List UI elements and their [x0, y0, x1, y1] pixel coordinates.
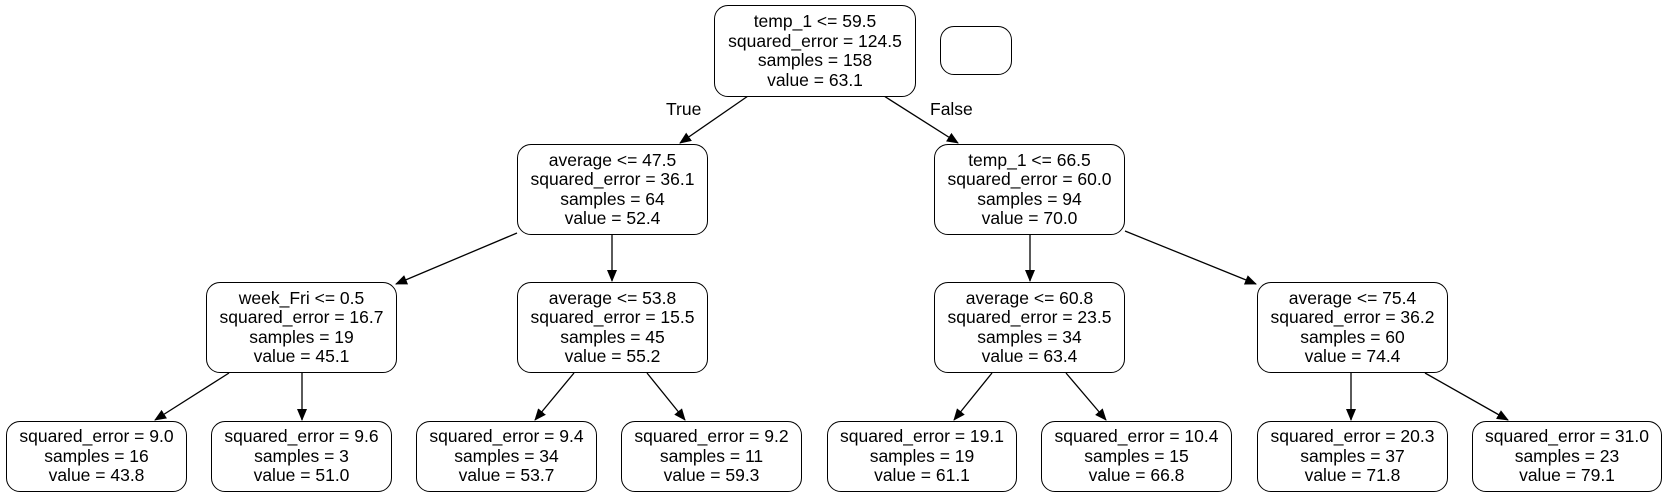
node-line: value = 45.1: [253, 346, 350, 366]
node-line: squared_error = 9.6: [224, 426, 379, 447]
node-line: value = 79.1: [1519, 465, 1615, 486]
node-line: squared_error = 10.4: [1054, 426, 1219, 447]
node-line: squared_error = 9.4: [429, 426, 584, 447]
node-line: samples = 34: [977, 326, 1082, 347]
node-line: samples = 94: [977, 188, 1082, 209]
tree-edge-arrow: [953, 372, 993, 421]
node-line: temp_1 <= 59.5: [753, 11, 877, 31]
node-line: squared_error = 19.1: [840, 426, 1004, 447]
node-line: samples = 64: [560, 188, 665, 209]
node-line: samples = 23: [1514, 445, 1620, 466]
tree-edge-arrow: [1065, 372, 1107, 421]
node-line: squared_error = 16.7: [219, 307, 384, 327]
node-line: samples = 11: [659, 445, 764, 466]
node-line: value = 63.4: [981, 346, 1078, 366]
tree-node-right: temp_1 <= 66.5 squared_error = 60.0 samp…: [934, 144, 1125, 235]
node-line: value = 61.1: [874, 465, 970, 486]
node-line: samples = 34: [454, 445, 559, 466]
node-line: average <= 60.8: [965, 287, 1094, 308]
node-line: value = 71.8: [1304, 465, 1401, 486]
node-line: samples = 19: [249, 326, 354, 347]
node-line: samples = 19: [869, 445, 975, 466]
tree-leaf: squared_error = 20.3 samples = 37 value …: [1257, 421, 1448, 492]
tree-leaf: squared_error = 10.4 samples = 15 value …: [1041, 421, 1232, 492]
tree-node-rr: average <= 75.4 squared_error = 36.2 sam…: [1257, 282, 1448, 373]
tree-leaf: squared_error = 9.6 samples = 3 value = …: [211, 421, 392, 492]
node-line: average <= 47.5: [548, 149, 677, 170]
node-line: squared_error = 36.2: [1270, 307, 1435, 327]
tree-edge-arrow: [154, 372, 230, 421]
tree-node-ll: week_Fri <= 0.5 squared_error = 16.7 sam…: [206, 282, 397, 373]
node-line: samples = 16: [44, 445, 149, 466]
tree-leaf: squared_error = 9.4 samples = 34 value =…: [416, 421, 597, 492]
edge-label-false: False: [930, 99, 973, 119]
node-line: value = 52.4: [564, 208, 661, 228]
node-line: squared_error = 20.3: [1270, 426, 1435, 447]
node-line: squared_error = 15.5: [530, 307, 695, 327]
node-line: average <= 53.8: [548, 287, 677, 308]
node-line: samples = 15: [1084, 445, 1189, 466]
node-line: squared_error = 31.0: [1485, 426, 1649, 447]
tree-node-lr: average <= 53.8 squared_error = 15.5 sam…: [517, 282, 708, 373]
node-line: squared_error = 124.5: [728, 30, 902, 51]
node-line: average <= 75.4: [1288, 287, 1417, 308]
edge-label-true: True: [666, 99, 702, 119]
tree-edge-arrow: [646, 372, 686, 421]
tree-edge-arrow: [395, 232, 518, 285]
node-line: squared_error = 60.0: [947, 169, 1112, 189]
node-line: squared_error = 9.2: [634, 426, 789, 447]
node-line: samples = 158: [757, 50, 873, 70]
node-line: value = 59.3: [663, 465, 760, 486]
node-line: squared_error = 36.1: [530, 169, 695, 189]
node-line: samples = 60: [1300, 326, 1405, 347]
node-line: value = 63.1: [767, 69, 863, 90]
node-line: value = 70.0: [981, 208, 1078, 228]
empty-legend-box: [940, 26, 1012, 75]
node-line: squared_error = 23.5: [947, 307, 1112, 327]
tree-edge-arrow: [883, 95, 959, 144]
tree-leaf: squared_error = 19.1 samples = 19 value …: [827, 421, 1017, 492]
node-line: week_Fri <= 0.5: [238, 287, 365, 308]
tree-node-root: temp_1 <= 59.5 squared_error = 124.5 sam…: [714, 5, 916, 97]
tree-edge-arrow: [1424, 372, 1509, 421]
node-line: squared_error = 9.0: [19, 426, 174, 447]
tree-node-rl: average <= 60.8 squared_error = 23.5 sam…: [934, 282, 1125, 373]
node-line: temp_1 <= 66.5: [968, 149, 1091, 170]
node-line: samples = 3: [254, 445, 349, 466]
tree-node-left: average <= 47.5 squared_error = 36.1 sam…: [517, 144, 708, 235]
tree-edge-arrow: [679, 95, 749, 144]
node-line: samples = 45: [560, 326, 665, 347]
tree-leaf: squared_error = 9.2 samples = 11 value =…: [621, 421, 802, 492]
node-line: value = 66.8: [1088, 465, 1185, 486]
tree-edge-arrow: [534, 372, 575, 421]
tree-leaf: squared_error = 31.0 samples = 23 value …: [1472, 421, 1662, 492]
node-line: samples = 37: [1300, 445, 1405, 466]
tree-leaf: squared_error = 9.0 samples = 16 value =…: [6, 421, 187, 492]
node-line: value = 51.0: [253, 465, 350, 486]
node-line: value = 55.2: [564, 346, 661, 366]
tree-edge-arrow: [1124, 230, 1257, 285]
node-line: value = 53.7: [458, 465, 555, 486]
node-line: value = 74.4: [1304, 346, 1401, 366]
node-line: value = 43.8: [48, 465, 145, 486]
